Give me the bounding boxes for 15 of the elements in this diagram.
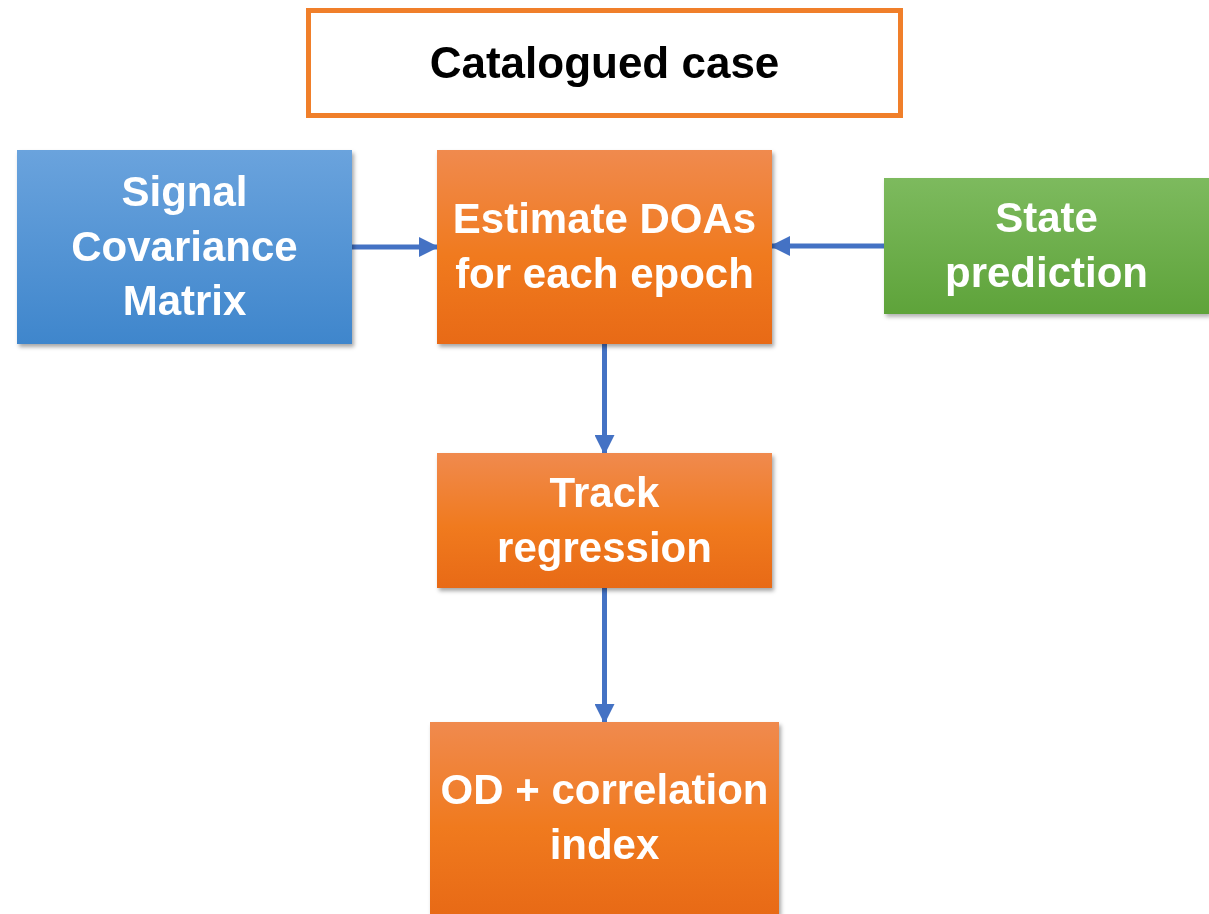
process-box bbox=[17, 150, 352, 344]
box-label: State prediction bbox=[944, 193, 1149, 298]
box-label: Catalogued case bbox=[429, 37, 780, 90]
process-box bbox=[884, 178, 1209, 314]
process-box bbox=[437, 453, 772, 588]
box-label: Estimate DOAs for each epoch bbox=[451, 194, 758, 299]
title-box bbox=[306, 8, 903, 118]
box-label: Signal Covariance Matrix bbox=[70, 167, 299, 327]
arrow bbox=[352, 237, 439, 257]
process-box bbox=[430, 722, 779, 914]
box-label: OD + correlation index bbox=[440, 765, 769, 870]
process-box bbox=[437, 150, 772, 344]
arrow bbox=[594, 344, 615, 455]
box-label: Track regression bbox=[496, 467, 713, 573]
arrow bbox=[594, 588, 615, 724]
